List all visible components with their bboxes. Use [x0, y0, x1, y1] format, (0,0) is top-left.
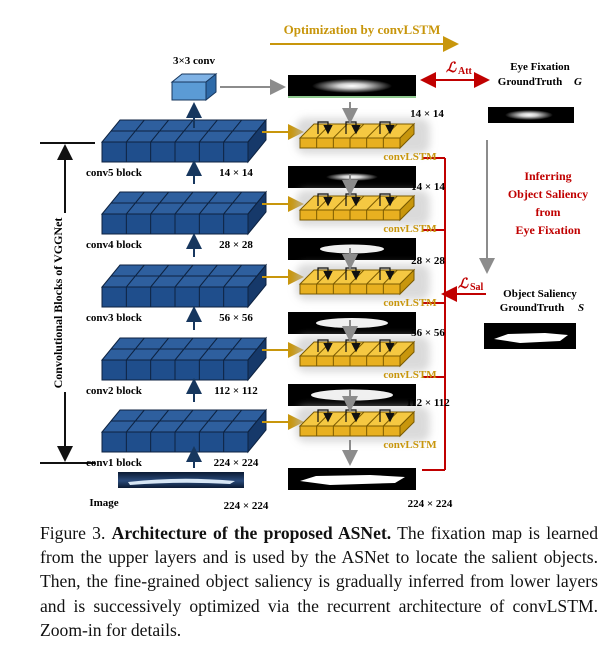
saliency-blob	[311, 389, 393, 401]
lstm-side-face	[399, 268, 415, 296]
gt-saliency-map	[484, 323, 576, 349]
encoder-block-name: conv4 block	[86, 239, 143, 251]
input-image	[118, 472, 244, 488]
lstm-recurrent-loop	[379, 339, 395, 353]
gt-fixation-var: G	[574, 76, 582, 88]
input-label: Image	[89, 497, 118, 509]
gt-saliency-title: Object Saliency	[503, 288, 577, 300]
lstm-size: 28 × 28	[411, 255, 445, 267]
encoder-block-size: 28 × 28	[219, 239, 253, 251]
convlstm-stage-1: convLSTM	[288, 102, 437, 188]
encoder-block-name: conv1 block	[86, 457, 143, 469]
encoder-block-name: conv5 block	[86, 167, 143, 179]
convlstm-stage-2: convLSTM 14 × 14	[288, 174, 445, 260]
encoder-block-name: conv2 block	[86, 385, 143, 397]
figure-caption: Figure 3. Architecture of the proposed A…	[40, 521, 598, 642]
lstm-label: convLSTM	[383, 223, 437, 235]
conv3x3-label: 3×3 conv	[173, 55, 216, 67]
lstm-size: 56 × 56	[411, 327, 445, 339]
encoder-block-5: conv5 block 14 × 14	[86, 118, 304, 179]
lstm-recurrent-loop	[379, 267, 395, 281]
cube-side-face	[247, 118, 267, 164]
cube-side-face	[247, 408, 267, 454]
encoder-block-3: conv3 block 56 × 56	[86, 233, 304, 324]
lstm-label: convLSTM	[383, 151, 437, 163]
lstm-label: convLSTM	[383, 439, 437, 451]
conv3x3-block	[170, 72, 218, 102]
loss-sal-symbol: ℒ	[458, 277, 469, 292]
gt-saliency-sub: GroundTruth	[500, 302, 564, 314]
cube-side-face	[247, 336, 267, 382]
saliency-blob	[316, 318, 388, 328]
lstm-side-face	[399, 340, 415, 368]
lstm-grid-line	[332, 269, 348, 285]
lstm-side-face	[399, 194, 415, 222]
lstm-recurrent-loop	[317, 409, 333, 423]
cube-side-face	[247, 190, 267, 236]
loss-att-symbol: ℒ	[446, 61, 457, 76]
gt-fixation-map	[488, 107, 574, 123]
output-map	[288, 468, 416, 490]
gt-saliency-var: S	[578, 302, 584, 314]
inferring-line: Eye Fixation	[516, 223, 581, 237]
saliency-blob	[326, 173, 378, 181]
encoder-block-size: 112 × 112	[214, 385, 258, 397]
loss-sal-sub: Sal	[470, 282, 484, 293]
lstm-size: 112 × 112	[406, 397, 450, 409]
convlstm-stage-3: convLSTM 28 × 28	[288, 248, 445, 334]
convlstm-stage-4: convLSTM 56 × 56	[288, 320, 445, 406]
fixation-size: 14 × 14	[410, 108, 444, 120]
lstm-recurrent-loop	[379, 121, 395, 135]
encoder-block-size: 56 × 56	[219, 312, 253, 324]
lstm-recurrent-loop	[317, 121, 333, 135]
optimization-title: Optimization by convLSTM	[284, 22, 441, 37]
lstm-grid-line	[366, 411, 382, 427]
architecture-diagram: Optimization by convLSTM Convolutional B…	[40, 22, 588, 512]
encoder-block-name: conv3 block	[86, 312, 143, 324]
encoder-block-2: conv2 block 112 × 112	[86, 306, 304, 397]
lstm-grid-line	[332, 195, 348, 211]
lstm-grid-line	[366, 123, 382, 139]
loss-att-sub: Att	[458, 66, 473, 77]
lstm-side-face	[399, 122, 415, 150]
encoder-block-size: 224 × 224	[214, 457, 259, 469]
fixation-map	[288, 75, 416, 98]
inferring-line: from	[535, 205, 560, 219]
lstm-grid-line	[366, 195, 382, 211]
loss-sal-bracket	[422, 157, 446, 471]
lstm-size: 14 × 14	[411, 181, 445, 193]
gt-fixation-title: Eye Fixation	[510, 61, 570, 73]
gt-fixation-sub: GroundTruth	[498, 76, 562, 88]
lstm-label: convLSTM	[383, 369, 437, 381]
saliency-blob	[320, 244, 384, 254]
lstm-grid-line	[332, 341, 348, 357]
vertical-label: Convolutional Blocks of VGGNet	[51, 218, 65, 389]
input-size: 224 × 224	[224, 500, 269, 512]
inferring-line: Inferring	[524, 169, 571, 183]
inferring-line: Object Saliency	[508, 187, 588, 201]
lstm-recurrent-loop	[317, 339, 333, 353]
output-size: 224 × 224	[408, 498, 453, 510]
lstm-recurrent-loop	[317, 193, 333, 207]
lstm-grid-line	[366, 341, 382, 357]
lstm-grid-line	[332, 123, 348, 139]
lstm-recurrent-loop	[379, 409, 395, 423]
lstm-recurrent-loop	[379, 193, 395, 207]
encoder-block-4: conv4 block 28 × 28	[86, 160, 304, 251]
caption-body: The fixation map is learned from the upp…	[40, 523, 599, 640]
caption-title: Architecture of the proposed ASNet.	[111, 523, 392, 543]
cube-side-face	[247, 263, 267, 309]
lstm-grid-line	[366, 269, 382, 285]
lstm-label: convLSTM	[383, 297, 437, 309]
lstm-recurrent-loop	[317, 267, 333, 281]
caption-prefix: Figure 3.	[40, 523, 112, 543]
lstm-side-face	[399, 410, 415, 438]
encoder-block-1: conv1 block 224 × 224	[86, 378, 304, 469]
encoder-block-size: 14 × 14	[219, 167, 253, 179]
lstm-grid-line	[332, 411, 348, 427]
convlstm-stage-5: convLSTM 112 × 112	[296, 390, 450, 466]
